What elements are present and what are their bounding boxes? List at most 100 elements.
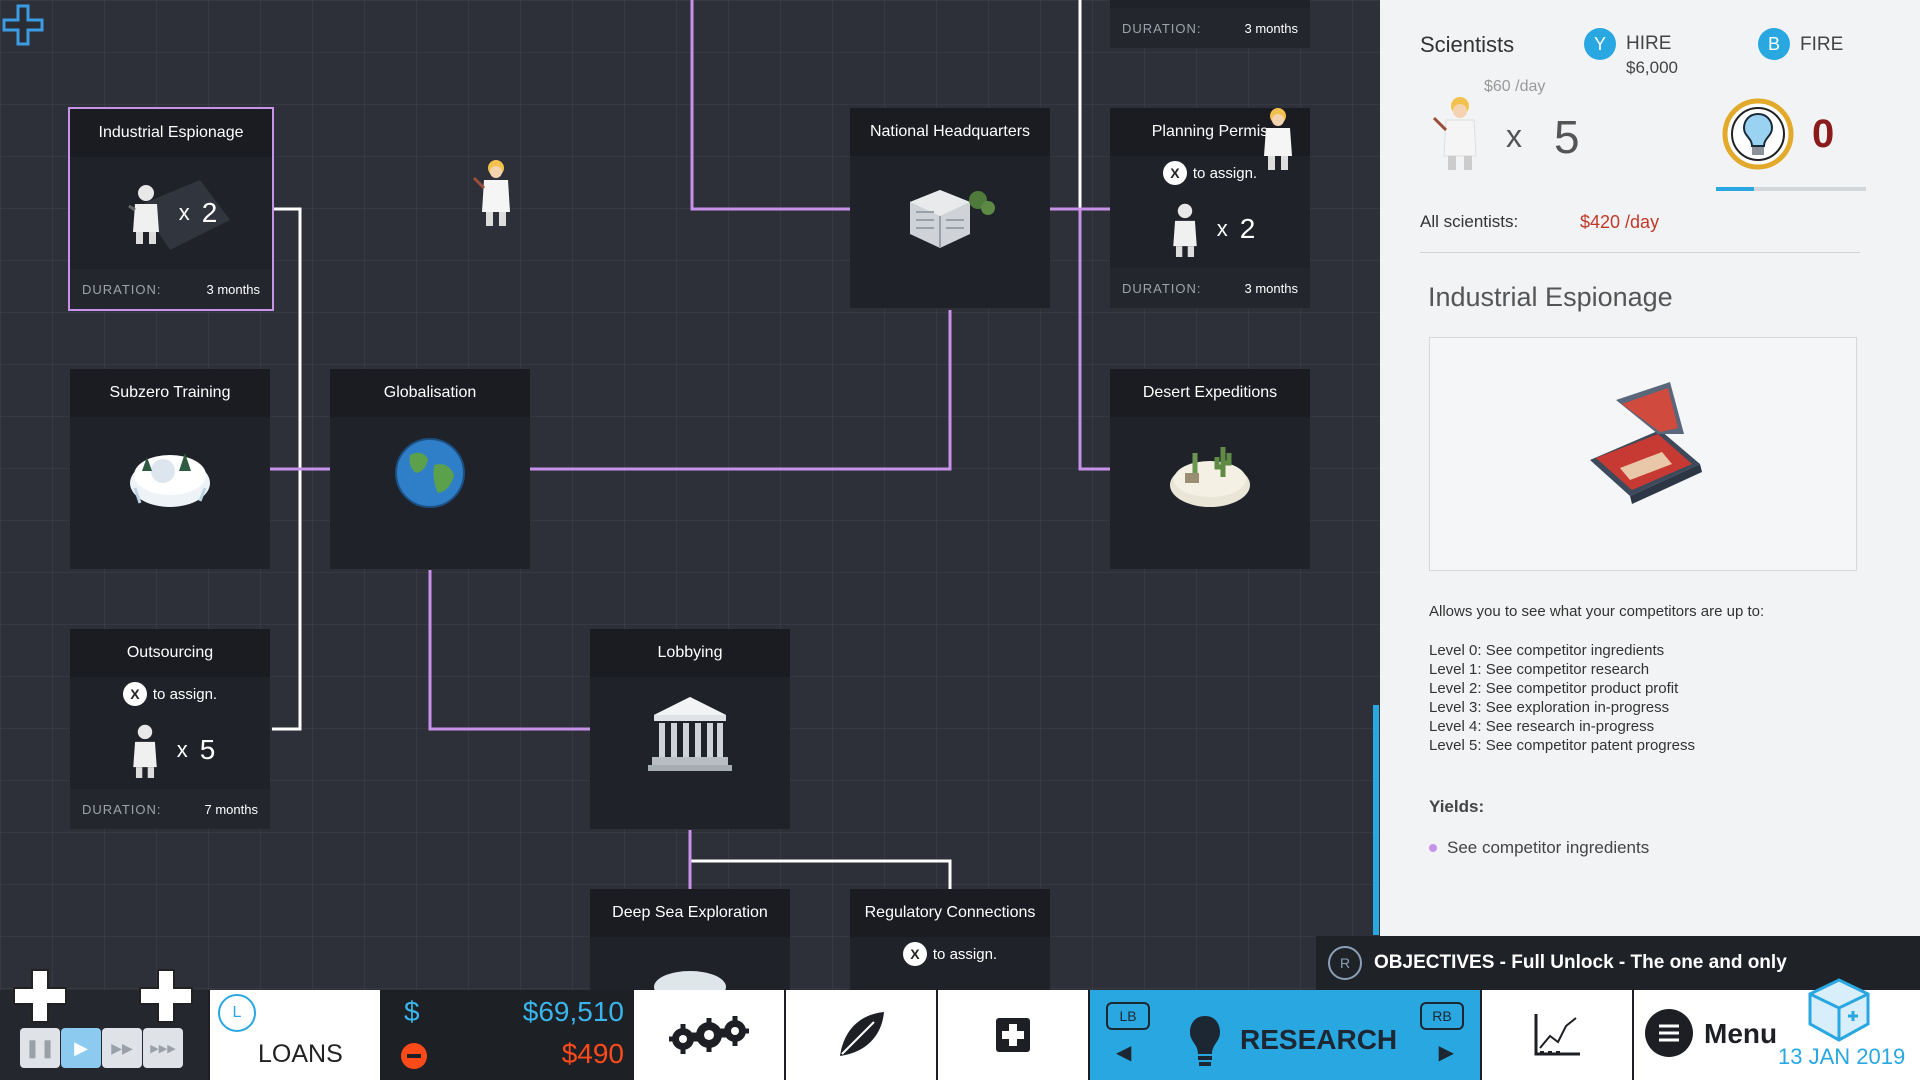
fast-forward-button[interactable]: ▶▶ <box>102 1028 142 1068</box>
research-node-industrial-espionage[interactable]: Industrial Espionage x 2 DURATION: 3 mon… <box>68 107 274 311</box>
research-node-top-partial[interactable]: DURATION: 3 months <box>1110 0 1310 48</box>
assigned-scientists: x 2 <box>125 182 217 244</box>
tree-connection-lines <box>270 0 1110 890</box>
top-secret-briefcase-icon <box>1590 382 1702 504</box>
scientist-sprite <box>1264 108 1292 170</box>
scientist-count: 5 <box>1554 111 1580 163</box>
connector-top-hq <box>690 0 850 211</box>
assign-hint: X to assign. <box>850 937 1050 971</box>
research-node-desert-expeditions[interactable]: Desert Expeditions <box>1110 369 1310 569</box>
assign-hint-text: to assign. <box>932 945 998 963</box>
menu-button[interactable]: Menu 13 JAN 2019 <box>1634 978 1920 1080</box>
node-body <box>590 677 790 789</box>
assigned-scientists: x 5 <box>125 722 215 778</box>
level-item: Level 4: See research in-progress <box>1429 718 1655 735</box>
research-tree-canvas[interactable]: DURATION: 3 months Industrial Espionage … <box>0 0 1380 990</box>
panel-scrollbar[interactable] <box>1373 705 1379 935</box>
previous-arrow-icon[interactable]: ◀ <box>1116 1042 1132 1064</box>
rb-button-icon[interactable]: RB <box>1420 1002 1464 1030</box>
research-node-subzero-training[interactable]: Subzero Training <box>70 369 270 569</box>
production-tab[interactable] <box>634 990 786 1080</box>
duration-value: 7 months <box>204 801 258 817</box>
scientist-icon <box>1432 97 1477 170</box>
medic-cross-icon <box>13 969 67 1023</box>
node-title: Industrial Espionage <box>70 109 272 157</box>
yield-item: See competitor ingredients <box>1429 838 1649 858</box>
node-body <box>1110 417 1310 529</box>
yields-label: Yields: <box>1429 797 1485 816</box>
game-date: 13 JAN 2019 <box>1778 1044 1906 1069</box>
idea-progress-track <box>1716 187 1866 191</box>
fastest-forward-button[interactable]: ▶▶▶ <box>143 1028 183 1068</box>
bullet-dot-icon <box>1429 844 1437 852</box>
y-button-icon: Y <box>1584 28 1616 60</box>
scientist-icon <box>1172 203 1197 257</box>
loans-button[interactable]: L LOANS <box>210 990 382 1080</box>
detail-title: Industrial Espionage <box>1428 282 1673 312</box>
research-tab[interactable]: LB ◀ RESEARCH RB ▶ <box>1090 990 1482 1080</box>
node-footer: DURATION: 3 months <box>1110 8 1310 48</box>
scientist-multiplier: x <box>1506 118 1522 154</box>
scientist-wage: $60 /day <box>1484 78 1546 95</box>
assign-hint: X to assign. <box>70 677 270 711</box>
research-node-national-headquarters[interactable]: National Headquarters <box>850 108 1050 308</box>
duration-label: DURATION: <box>82 801 162 817</box>
office-building-icon <box>910 190 995 248</box>
money-balance: $69,510 <box>522 996 624 1027</box>
research-node-deep-sea-exploration[interactable]: Deep Sea Exploration <box>590 889 790 990</box>
assigned-scientists: x 2 <box>1165 201 1255 257</box>
objectives-bar[interactable]: R OBJECTIVES - Full Unlock - The one and… <box>1316 936 1920 990</box>
node-body: x 2 <box>1110 190 1310 268</box>
ingredients-tab[interactable] <box>786 990 938 1080</box>
money-display: $ $69,510 $490 <box>382 990 634 1080</box>
duration-label: DURATION: <box>82 281 162 297</box>
hire-button[interactable]: Y HIRE $6,000 <box>1584 28 1678 78</box>
l-button-icon: L <box>218 994 256 1032</box>
loans-label: LOANS <box>258 1040 343 1068</box>
lb-button-icon[interactable]: LB <box>1106 1002 1150 1030</box>
pause-button[interactable]: ❚❚ <box>20 1028 60 1068</box>
node-body: x 5 <box>70 711 270 789</box>
multiplier: x <box>1216 216 1228 241</box>
scientist-sprite <box>472 160 510 226</box>
idea-count: 0 <box>1812 112 1835 156</box>
level-item: Level 5: See competitor patent progress <box>1429 737 1695 754</box>
next-arrow-icon[interactable]: ▶ <box>1438 1042 1454 1064</box>
expense-amount: $490 <box>561 1038 624 1069</box>
yield-text: See competitor ingredients <box>1447 838 1650 857</box>
node-body <box>330 417 530 529</box>
r-button-icon: R <box>1328 946 1362 980</box>
connector-lobbying-regulatory <box>688 835 952 890</box>
node-footer: DURATION: 3 months <box>1110 268 1310 308</box>
node-body <box>850 156 1050 268</box>
research-node-globalisation[interactable]: Globalisation <box>330 369 530 569</box>
x-button-icon: X <box>122 682 147 706</box>
currency-symbol: $ <box>404 996 420 1027</box>
research-node-lobbying[interactable]: Lobbying <box>590 629 790 829</box>
health-tab[interactable] <box>938 990 1090 1080</box>
snow-island-icon <box>130 453 210 507</box>
globe-icon <box>395 438 465 508</box>
statistics-tab[interactable] <box>1482 990 1634 1080</box>
leaf-icon <box>840 1012 884 1056</box>
minus-circle-icon <box>401 1043 427 1069</box>
duration-label: DURATION: <box>1122 280 1202 296</box>
briefcase-icon <box>140 180 230 250</box>
assign-hint: X to assign. <box>1110 156 1310 190</box>
hamburger-menu-icon <box>1645 1009 1693 1057</box>
research-node-outsourcing[interactable]: Outsourcing X to assign. x 5 DURATION: 7… <box>70 629 270 829</box>
node-body <box>70 417 270 529</box>
research-node-regulatory-connections[interactable]: Regulatory Connections X to assign. <box>850 889 1050 990</box>
government-building-icon <box>648 697 732 771</box>
play-button[interactable]: ▶ <box>61 1028 101 1068</box>
fire-button[interactable]: B FIRE <box>1758 28 1843 60</box>
node-footer: DURATION: 7 months <box>70 789 270 829</box>
node-title: Lobbying <box>590 629 790 677</box>
multiplier: x <box>176 737 188 762</box>
node-body: x 2 <box>70 157 272 269</box>
lightbulb-idea-icon <box>1722 98 1794 170</box>
idea-progress-fill <box>1716 187 1754 191</box>
research-node-planning-permission[interactable]: Planning Permis X to assign. x 2 DURATIO… <box>1110 108 1310 308</box>
level-list: Level 0: See competitor ingredients Leve… <box>1429 641 1695 755</box>
research-label: RESEARCH <box>1240 1024 1398 1055</box>
